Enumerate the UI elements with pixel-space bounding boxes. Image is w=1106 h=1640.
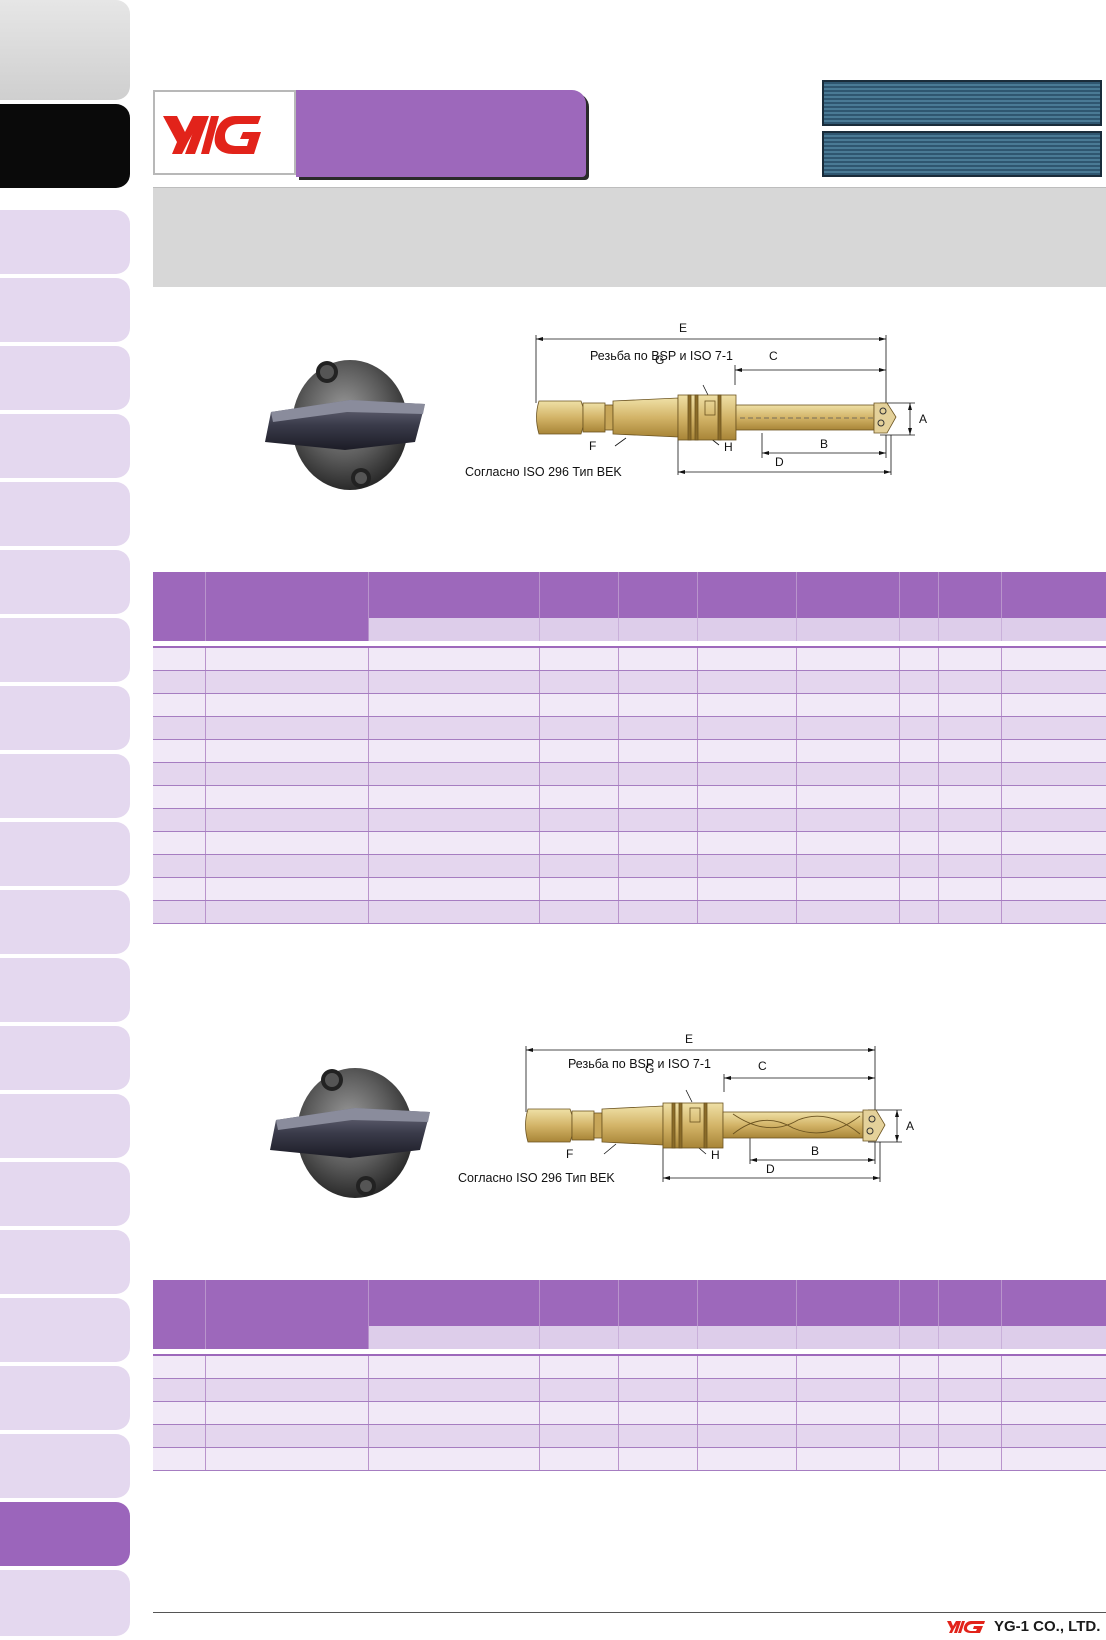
sidebar-tab-13[interactable]: [0, 890, 130, 954]
table-header-row: [153, 572, 1106, 641]
sidebar-tab-1[interactable]: [0, 0, 130, 100]
table-row: [153, 762, 1106, 786]
sidebar-tab-16[interactable]: [0, 1094, 130, 1158]
sidebar-tab-15[interactable]: [0, 1026, 130, 1090]
dim-label-e: E: [685, 1032, 693, 1046]
sidebar-tab-19[interactable]: [0, 1298, 130, 1362]
table-row: [153, 1378, 1106, 1402]
sidebar-tab-4[interactable]: [0, 278, 130, 342]
thread-note: Резьба по BSP и ISO 7-1: [568, 1057, 711, 1071]
spec-table-top: [153, 572, 1106, 924]
sidebar-tab-9[interactable]: [0, 618, 130, 682]
tool-drawing-bottom: E C G A F H B D Резьба по BSP и ISO 7-1 …: [458, 1032, 914, 1185]
standard-note: Согласно ISO 296 Тип BEK: [465, 465, 622, 479]
header-bar-bottom: [822, 131, 1102, 177]
table-row: [153, 716, 1106, 740]
sidebar-tab-20[interactable]: [0, 1366, 130, 1430]
sidebar-tab-17[interactable]: [0, 1162, 130, 1226]
table-row: [153, 900, 1106, 924]
sidebar-tab-14[interactable]: [0, 958, 130, 1022]
insert-photo-top: [265, 360, 425, 490]
dim-label-g: G: [655, 353, 664, 367]
table-row: [153, 1424, 1106, 1448]
sidebar-tab-2[interactable]: [0, 104, 130, 188]
insert-photo-bottom: [270, 1068, 430, 1198]
table-row: [153, 854, 1106, 878]
company-name: YG-1 CO., LTD.: [994, 1618, 1101, 1635]
brand-logo: [153, 90, 296, 175]
table-row: [153, 1447, 1106, 1471]
dim-label-f: F: [566, 1147, 573, 1161]
dim-label-a: A: [919, 412, 927, 426]
table-row: [153, 670, 1106, 694]
sidebar-tab-21[interactable]: [0, 1434, 130, 1498]
sidebar-tab-7[interactable]: [0, 482, 130, 546]
table-subheader-row: [153, 1325, 1106, 1349]
table-row: [153, 1401, 1106, 1425]
dim-label-a: A: [906, 1119, 914, 1133]
table-row: [153, 877, 1106, 901]
footer-brand: YG-1 CO., LTD.: [945, 1618, 1100, 1635]
dim-label-c: C: [769, 349, 778, 363]
table-row: [153, 808, 1106, 832]
sidebar-tab-active[interactable]: [0, 1502, 130, 1566]
sidebar-tab-18[interactable]: [0, 1230, 130, 1294]
dim-label-b: B: [811, 1144, 819, 1158]
description-band: [153, 187, 1106, 287]
table-subheader-row: [153, 617, 1106, 641]
dim-label-h: H: [724, 440, 733, 454]
tool-drawing-top: E C G A F H B D Резьба по BSP и ISO 7-1 …: [465, 321, 927, 479]
table-row: [153, 647, 1106, 671]
dim-label-d: D: [775, 455, 784, 469]
yg-footer-logo-icon: [947, 1620, 985, 1633]
dim-label-b: B: [820, 437, 828, 451]
spec-table-bottom: [153, 1280, 1106, 1471]
dim-label-f: F: [589, 439, 596, 453]
table-row: [153, 693, 1106, 717]
dim-label-g: G: [645, 1062, 654, 1076]
standard-note: Согласно ISO 296 Тип BEK: [458, 1171, 615, 1185]
sidebar-tab-10[interactable]: [0, 686, 130, 750]
table-row: [153, 739, 1106, 763]
dim-label-e: E: [679, 321, 687, 335]
thread-note: Резьба по BSP и ISO 7-1: [590, 349, 733, 363]
footer-divider: [153, 1612, 1106, 1613]
sidebar-tab-11[interactable]: [0, 754, 130, 818]
header-bar-top: [822, 80, 1102, 126]
sidebar-tab-3[interactable]: [0, 210, 130, 274]
dim-label-h: H: [711, 1148, 720, 1162]
table-header-row: [153, 1280, 1106, 1349]
yg-logo-icon: [163, 116, 261, 154]
table-row: [153, 785, 1106, 809]
sidebar-tab-12[interactable]: [0, 822, 130, 886]
sidebar-tab-23[interactable]: [0, 1570, 130, 1636]
table-row: [153, 831, 1106, 855]
table-row: [153, 1355, 1106, 1379]
sidebar-tab-8[interactable]: [0, 550, 130, 614]
sidebar-tab-6[interactable]: [0, 414, 130, 478]
section-title-tab: [296, 90, 586, 177]
dim-label-c: C: [758, 1059, 767, 1073]
dim-label-d: D: [766, 1162, 775, 1176]
sidebar-tab-5[interactable]: [0, 346, 130, 410]
